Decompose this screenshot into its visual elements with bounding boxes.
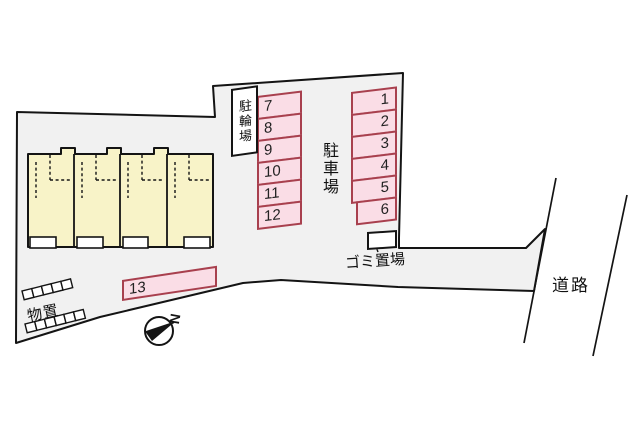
parking-space-6: 6 <box>356 196 397 226</box>
road-left-edge-line <box>523 177 557 344</box>
garbage-area-box <box>367 229 397 251</box>
building-dashed-lines <box>35 155 211 198</box>
road-right-edge-line <box>592 194 628 357</box>
north-arrow-icon: N <box>144 312 184 346</box>
garbage-area-label: ゴミ置場 <box>344 250 406 273</box>
road-label: 道路 <box>552 276 590 295</box>
parking-column-middle: 7 8 9 10 11 12 <box>257 90 302 230</box>
entrance-porches <box>29 236 211 249</box>
parking-lot-label: 駐車場 <box>320 142 337 196</box>
bicycle-parking-label: 駐輪場 <box>237 97 252 145</box>
bicycle-parking-box: 駐輪場 <box>231 85 258 157</box>
building-unit-dividers <box>73 154 168 247</box>
parking-column-right: 1 2 3 4 5 6 <box>351 86 397 226</box>
storage-units-row-top <box>21 278 74 301</box>
storage-units-row-bottom <box>24 308 87 334</box>
north-label: N <box>166 312 184 325</box>
